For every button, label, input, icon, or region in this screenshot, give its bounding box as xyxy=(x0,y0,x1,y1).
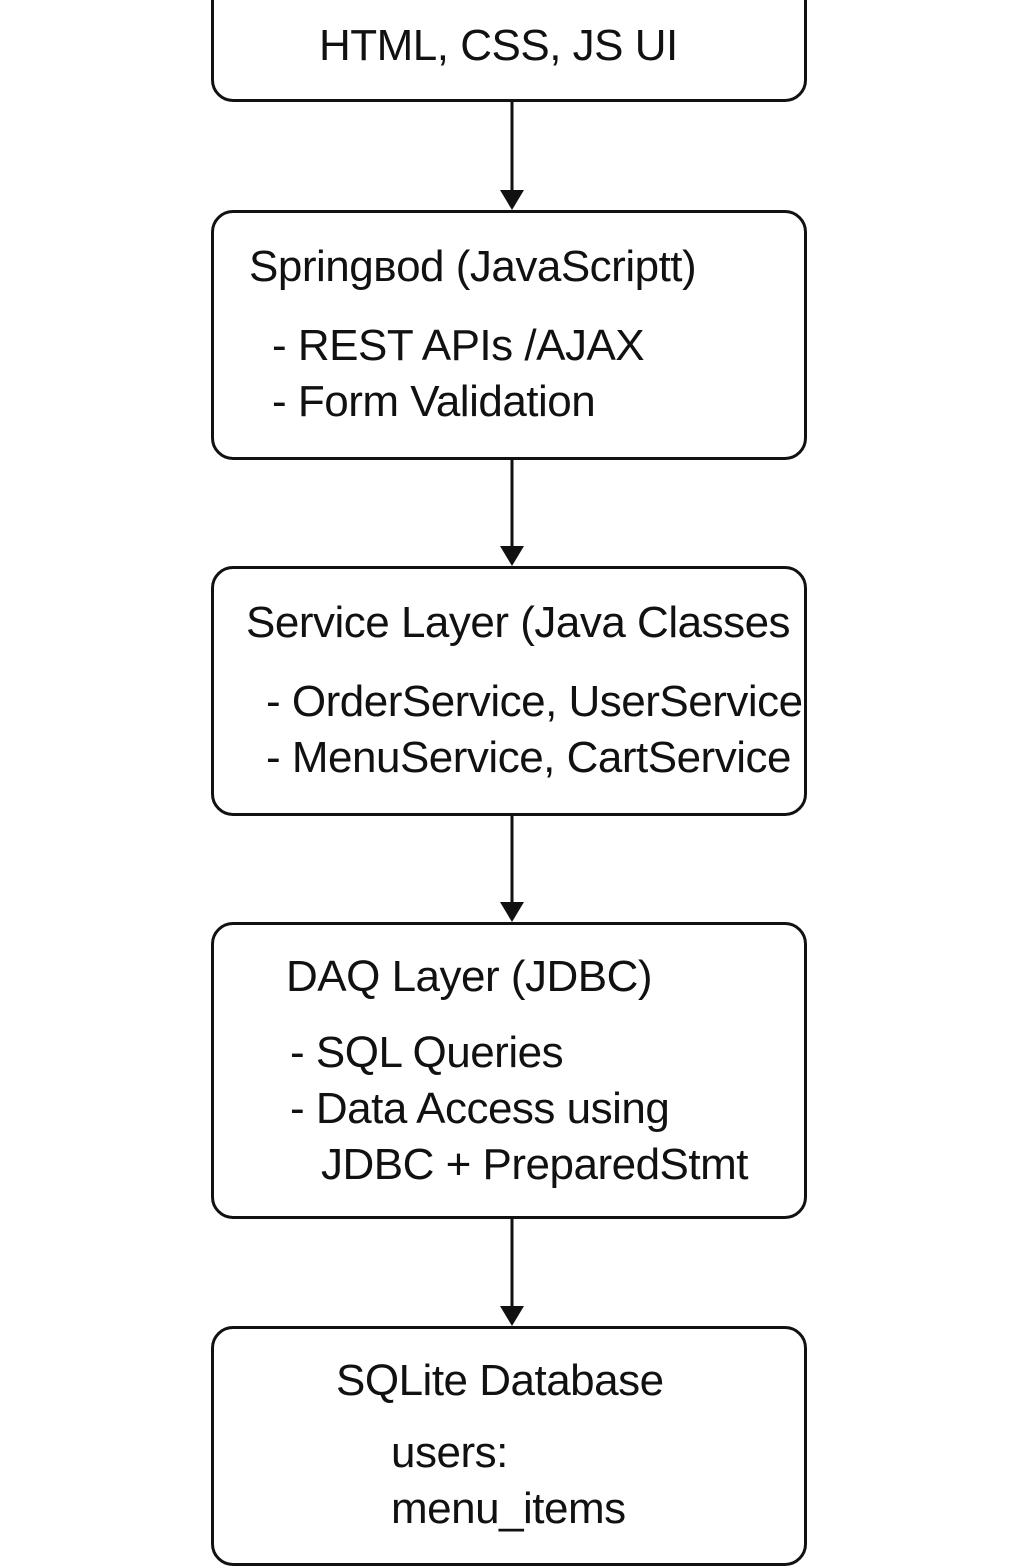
ui-layer-title: HTML, CSS, JS UI xyxy=(319,21,678,70)
database-table-users: users: xyxy=(391,1428,508,1477)
springboot-layer-box: Springвod (JavaScriptt) - REST APIs /AJA… xyxy=(211,210,807,460)
service-layer-box: Service Layer (Java Classes - OrderServi… xyxy=(211,566,807,816)
dao-layer-title: DAQ Layer (JDBC) xyxy=(286,952,653,1001)
springboot-item-validation: - Form Validation xyxy=(272,377,596,426)
service-item-order-user: - OrderService, UserService xyxy=(266,677,803,726)
dao-item-data-access: - Data Access using xyxy=(290,1084,670,1133)
dao-item-jdbc: JDBC + PreparedStmt xyxy=(321,1140,749,1189)
arrow-service-to-dao xyxy=(500,816,524,922)
service-item-menu-cart: - MenuService, CartService xyxy=(266,733,791,782)
ui-layer-box: HTML, CSS, JS UI xyxy=(211,0,807,102)
database-table-menu-items: menu_items xyxy=(391,1484,626,1533)
arrow-dao-to-database xyxy=(500,1219,524,1326)
arrow-springboot-to-service xyxy=(500,460,524,566)
database-title: SQLite Database xyxy=(336,1356,664,1405)
arrow-ui-to-springboot xyxy=(500,102,524,210)
database-box: SQLite Database users: menu_items xyxy=(211,1326,807,1566)
springboot-layer-title: Springвod (JavaScriptt) xyxy=(249,242,697,291)
dao-item-sql: - SQL Queries xyxy=(290,1028,564,1077)
springboot-item-rest: - REST APIs /AJAX xyxy=(272,321,645,370)
service-layer-title: Service Layer (Java Classes xyxy=(246,598,791,647)
dao-layer-box: DAQ Layer (JDBC) - SQL Queries - Data Ac… xyxy=(211,922,807,1219)
